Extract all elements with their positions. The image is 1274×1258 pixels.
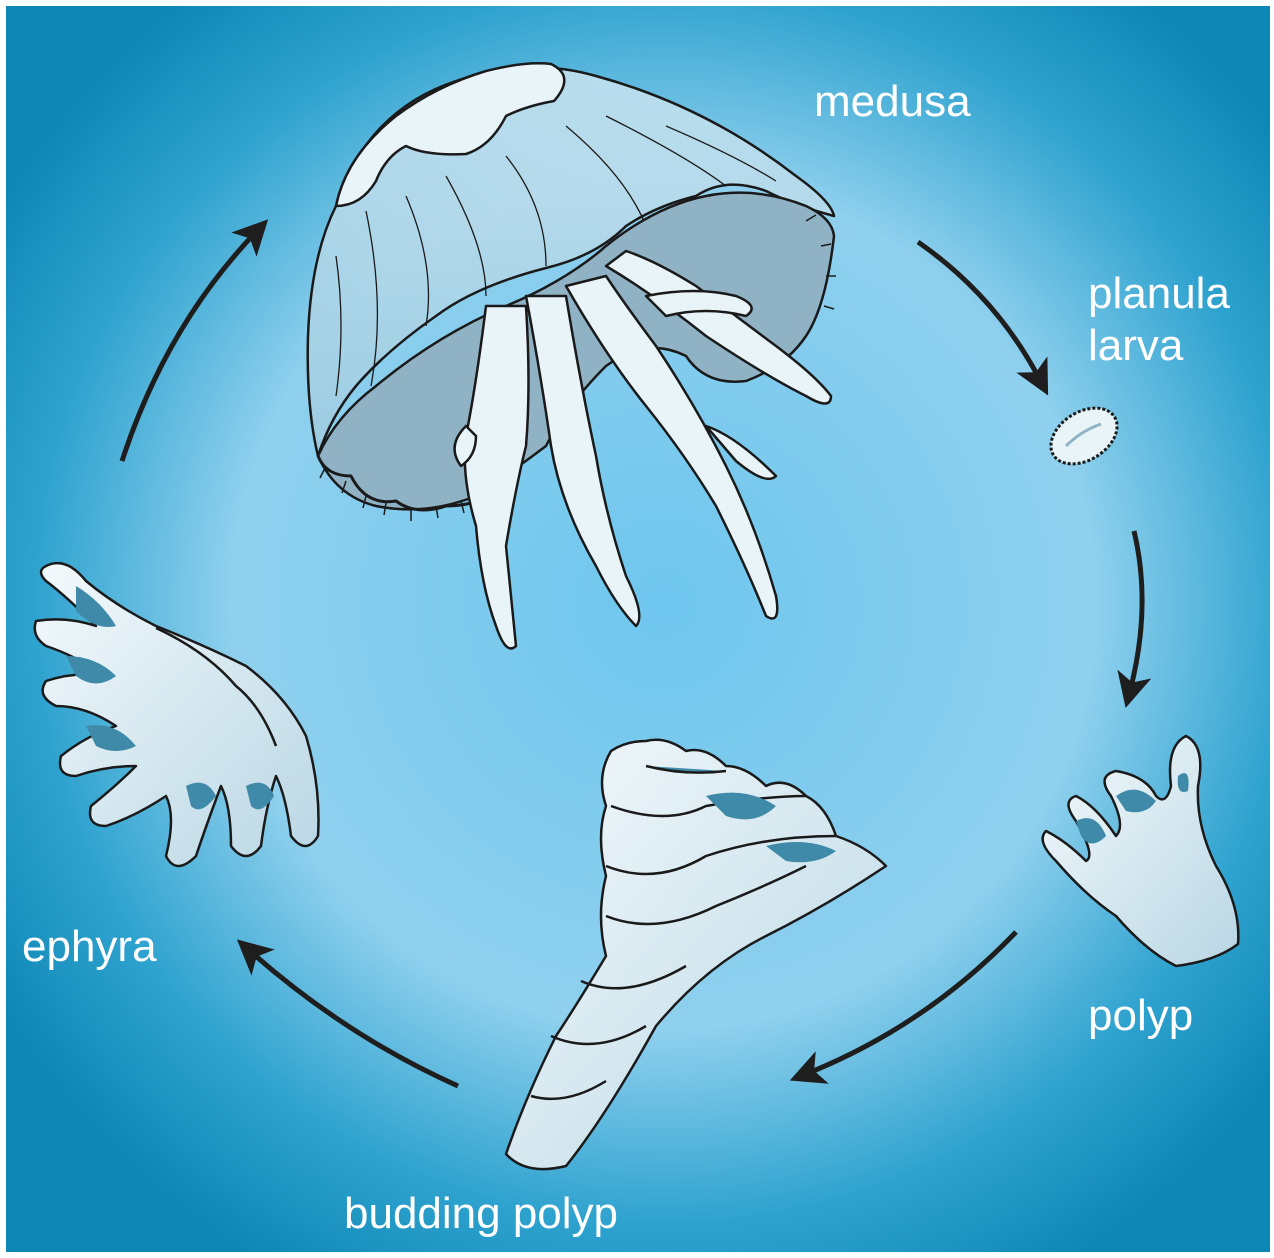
label-planula-line2: larva [1088,320,1230,372]
label-ephyra: ephyra [22,921,157,973]
life-cycle-diagram: medusa planula larva polyp budding polyp… [6,6,1270,1252]
diagram-canvas [6,6,1270,1252]
label-planula-line1: planula [1088,268,1230,320]
label-planula-larva: planula larva [1088,268,1230,372]
label-medusa: medusa [814,76,971,128]
label-budding-polyp: budding polyp [344,1188,618,1240]
label-polyp: polyp [1088,990,1193,1042]
